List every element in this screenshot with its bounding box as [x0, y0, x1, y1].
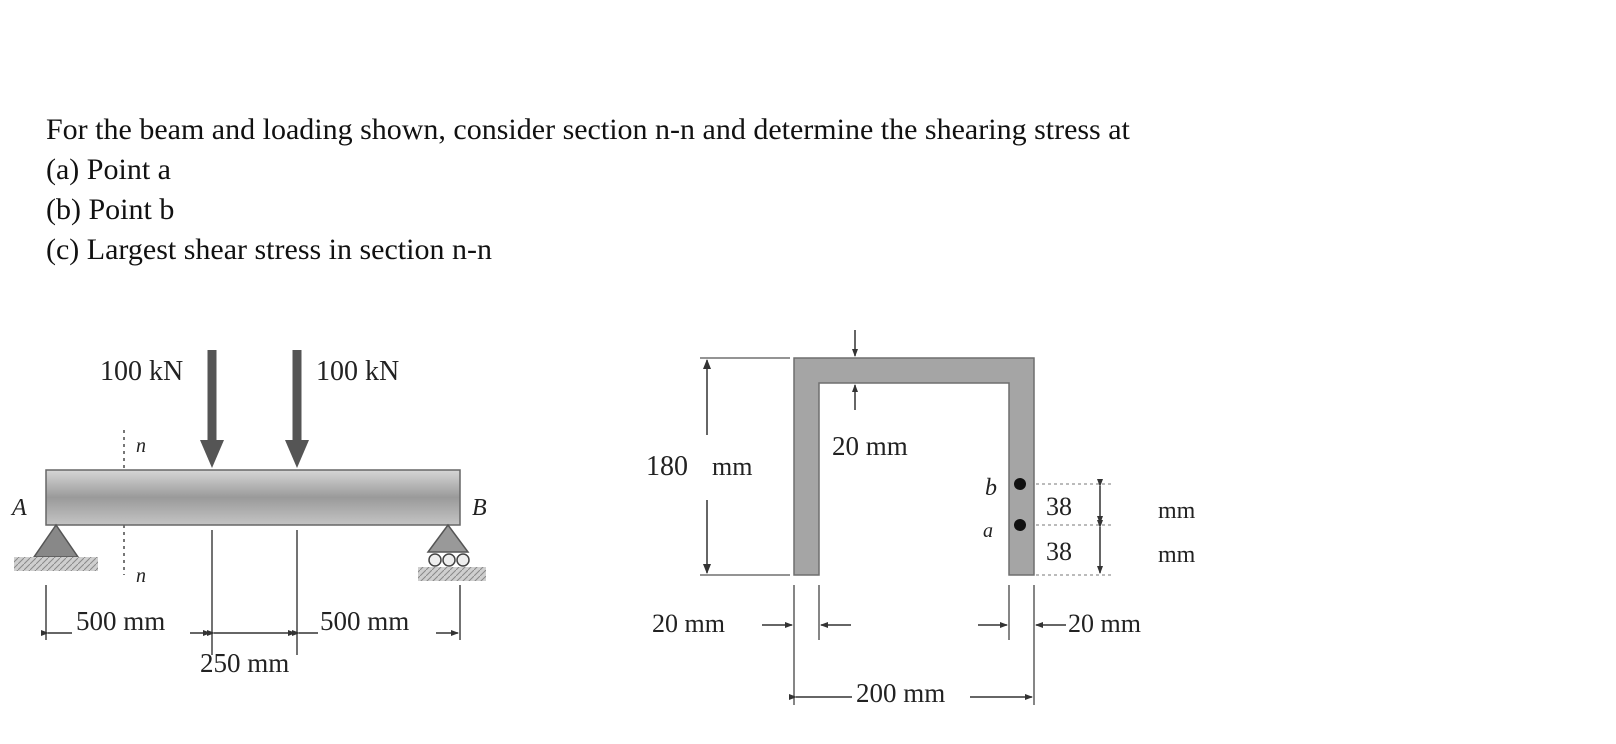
load-right-label: 100 kN — [316, 356, 399, 387]
point-a-label: a — [983, 520, 993, 542]
load-left-label: 100 kN — [100, 356, 183, 387]
beam-body — [45, 469, 461, 526]
point-a-dot — [1014, 519, 1026, 531]
problem-text: For the beam and loading shown, consider… — [46, 110, 1130, 270]
dim-lower-value: 38 — [1046, 537, 1072, 566]
load-arrow-right — [285, 350, 309, 468]
support-b — [418, 523, 486, 581]
beam-diagram: 100 kN 100 kN n n A B — [10, 350, 487, 678]
width-label: 200 mm — [856, 678, 945, 708]
point-b-label: b — [985, 475, 997, 501]
section-label-top: n — [136, 435, 146, 457]
dim-lower-unit: mm — [1158, 542, 1196, 568]
dim-upper-unit: mm — [1158, 498, 1196, 524]
dim-middle-label: 250 mm — [200, 648, 289, 678]
flange-thickness-label: 20 mm — [832, 431, 908, 461]
dim-left-label: 500 mm — [76, 606, 165, 636]
load-arrow-left — [200, 350, 224, 468]
part-c: (c) Largest shear stress in section n-n — [46, 233, 492, 266]
point-b-dot — [1014, 478, 1026, 490]
problem-statement: For the beam and loading shown, consider… — [46, 113, 1130, 146]
channel-shape — [793, 357, 1035, 576]
dim-upper-value: 38 — [1046, 492, 1072, 521]
support-a — [14, 523, 98, 571]
cross-section: 20 mm 180 mm b a 38 38 mm mm 20 mm 20 mm — [646, 330, 1196, 708]
web-left-label: 20 mm — [652, 609, 725, 638]
height-unit: mm — [712, 452, 752, 481]
web-right-label: 20 mm — [1068, 609, 1141, 638]
part-a: (a) Point a — [46, 153, 171, 186]
height-value: 180 — [646, 451, 688, 482]
part-b: (b) Point b — [46, 193, 175, 226]
section-label-bottom: n — [136, 565, 146, 587]
dim-right-label: 500 mm — [320, 606, 409, 636]
support-b-label: B — [472, 495, 487, 521]
support-a-label: A — [10, 495, 27, 521]
